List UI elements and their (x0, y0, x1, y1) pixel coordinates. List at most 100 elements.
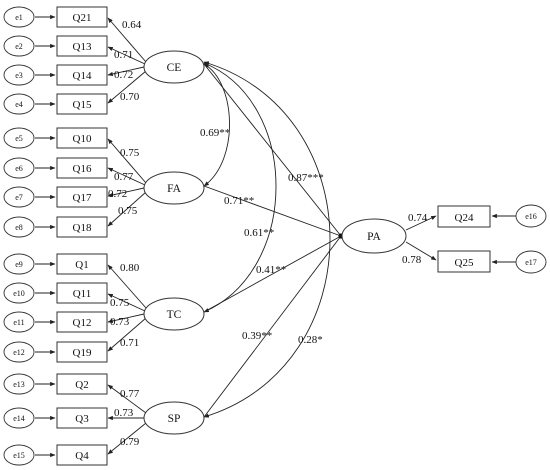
loading-coefficients: 0.64 0.71 0.72 0.70 0.75 0.77 0.72 0.75 … (108, 19, 428, 448)
indicator-label-q19: Q19 (73, 347, 92, 359)
error-label-e17: e17 (525, 258, 537, 267)
loading-value-q11: 0.75 (110, 297, 130, 309)
error-label-e16: e16 (525, 212, 537, 221)
latent-label-fa: FA (167, 183, 182, 195)
loading-arrow-sp-q4 (107, 422, 147, 455)
loading-value-q4: 0.79 (120, 436, 140, 448)
error-node-e3 (3, 64, 35, 86)
path-coefficients: 0.69** 0.87*** 0.71** 0.61** 0.41** 0.39… (200, 127, 324, 346)
error-label-e12: e12 (13, 348, 25, 357)
indicator-label-q16: Q16 (73, 163, 92, 175)
loading-value-q25: 0.78 (402, 254, 422, 266)
indicator-label-q18: Q18 (73, 222, 92, 234)
indicator-box-q19 (56, 341, 108, 363)
loading-arrow-tc-q19 (107, 317, 147, 352)
indicator-box-q13 (56, 35, 108, 57)
error-node-e9 (3, 253, 35, 275)
indicator-label-q21: Q21 (73, 12, 92, 24)
loading-value-q3: 0.73 (114, 407, 134, 419)
loading-value-q13: 0.71 (114, 49, 133, 61)
error-label-e8: e8 (15, 223, 23, 232)
error-node-e7 (3, 186, 35, 208)
error-node-e1 (3, 6, 35, 28)
error-node-e5 (3, 127, 35, 149)
indicator-box-q11 (56, 282, 108, 304)
indicator-box-q17 (56, 186, 108, 208)
error-label-e6: e6 (15, 164, 23, 173)
loading-arrow-tc-q12 (107, 313, 145, 324)
indicator-label-q15: Q15 (73, 99, 92, 111)
latent-node-ce (143, 50, 205, 84)
loading-arrow-ce-q21 (107, 17, 147, 63)
error-label-e7: e7 (15, 193, 23, 202)
path-value-ce-pa: 0.87*** (288, 172, 324, 184)
error-label-e15: e15 (13, 451, 25, 460)
covariance-value-ce-fa: 0.69** (200, 127, 230, 139)
error-node-e6 (3, 157, 35, 179)
indicator-box-q1 (56, 253, 108, 275)
covariance-arc-ce-tc (203, 62, 277, 313)
indicator-box-q3 (56, 407, 108, 429)
error-node-e2 (3, 35, 35, 57)
error-label-e1: e1 (15, 13, 23, 22)
indicator-box-q15 (56, 93, 108, 115)
error-node-e13 (3, 373, 35, 395)
error-terms: e1 e2 e3 e4 e5 e6 e7 e8 e9 e10 e11 e12 e… (3, 6, 35, 466)
loading-arrow-fa-q16 (107, 167, 146, 186)
loading-value-q18: 0.75 (118, 205, 138, 217)
loading-value-q14: 0.72 (114, 69, 133, 81)
indicator-label-q3: Q3 (75, 413, 89, 425)
indicator-box-q4 (56, 444, 108, 466)
covariance-value-ce-sp: 0.28* (298, 334, 323, 346)
loading-arrow-fa-q18 (107, 191, 147, 227)
loading-arrow-fa-q17 (107, 187, 145, 198)
indicator-label-q11: Q11 (73, 288, 92, 300)
indicator-label-q13: Q13 (73, 41, 92, 53)
indicator-box-q16 (56, 157, 108, 179)
error-label-e5: e5 (15, 134, 23, 143)
error-node-e8 (3, 216, 35, 238)
indicator-label-q10: Q10 (73, 133, 92, 145)
loading-arrow-tc-q1 (107, 264, 147, 309)
indicator-box-q12 (56, 311, 108, 333)
indicator-label-q1: Q1 (75, 259, 88, 271)
path-tc-pa (203, 235, 342, 313)
path-value-tc-pa: 0.41** (256, 264, 286, 276)
latent-label-pa: PA (367, 231, 381, 243)
latent-node-sp (143, 401, 205, 435)
path-fa-pa (203, 185, 342, 237)
indicator-label-q12: Q12 (73, 317, 92, 329)
loading-value-q10: 0.75 (120, 147, 140, 159)
indicator-label-q24: Q24 (455, 212, 474, 224)
error-node-e14 (3, 407, 35, 429)
error-label-e10: e10 (13, 289, 25, 298)
loading-value-q12: 0.73 (110, 316, 130, 328)
loading-value-q21: 0.64 (122, 19, 142, 31)
indicator-boxes: Q21 Q13 Q14 Q15 Q10 Q16 Q17 Q18 Q1 Q11 Q… (56, 6, 108, 466)
covariance-arc-ce-sp (203, 61, 331, 418)
indicator-box-q10 (56, 127, 108, 149)
latent-node-tc (143, 297, 205, 331)
latent-label-ce: CE (167, 62, 182, 74)
error-node-e17 (515, 250, 547, 274)
error-node-e12 (3, 341, 35, 363)
error-label-e4: e4 (15, 100, 23, 109)
loading-value-q2: 0.77 (120, 388, 140, 400)
indicator-box-q24 (437, 205, 491, 228)
error-node-e15 (3, 444, 35, 466)
covariance-value-ce-tc: 0.61** (244, 227, 274, 239)
structural-paths (203, 63, 344, 418)
indicator-box-q25 (437, 250, 491, 273)
loading-value-q1: 0.80 (120, 262, 140, 274)
pa-indicators: Q24 Q25 e16 e17 (405, 204, 547, 274)
error-node-e11 (3, 311, 35, 333)
loading-arrow-sp-q2 (107, 384, 147, 414)
latent-label-tc: TC (167, 309, 182, 321)
error-node-e4 (3, 93, 35, 115)
indicator-label-q4: Q4 (75, 450, 89, 462)
loading-value-q17: 0.72 (108, 188, 127, 200)
indicator-label-q2: Q2 (75, 379, 88, 391)
error-label-e11: e11 (13, 318, 24, 327)
error-label-e14: e14 (13, 414, 25, 423)
loading-arrows (107, 17, 147, 455)
